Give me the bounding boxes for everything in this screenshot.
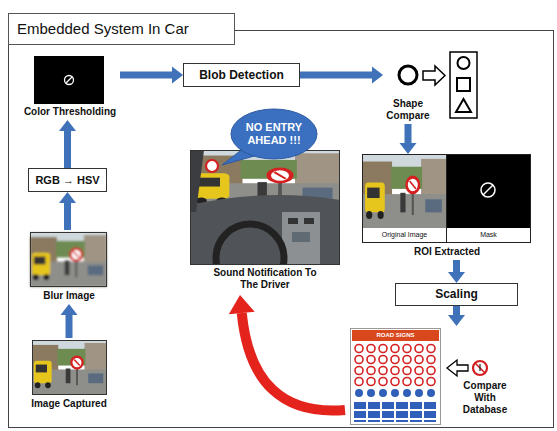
flow-arrow bbox=[229, 295, 345, 411]
captured-image bbox=[32, 340, 107, 395]
image-label: Original Image bbox=[363, 229, 446, 241]
flow-arrow bbox=[61, 304, 78, 338]
text-group: Scaling bbox=[435, 287, 478, 302]
step-caption: Color Thresholding bbox=[20, 106, 120, 118]
flow-arrow bbox=[300, 67, 383, 84]
image-step: Image Captured bbox=[25, 338, 113, 412]
flow-arrow bbox=[59, 120, 76, 168]
text-group: Compare With Database bbox=[453, 380, 517, 416]
diagram-title: Embedded System In Car bbox=[9, 14, 234, 44]
text-group: ROI Extracted bbox=[361, 246, 533, 258]
process-box: Blob Detection bbox=[183, 63, 300, 87]
blur-image bbox=[30, 232, 107, 287]
flow-arrow bbox=[400, 124, 417, 154]
text-group: Color Thresholding bbox=[20, 106, 120, 118]
image-step: Blur Image bbox=[25, 230, 113, 304]
text-group: Image Captured bbox=[25, 398, 113, 410]
flow-arrow bbox=[120, 67, 183, 84]
text-group: NO ENTRY AHEAD !!! bbox=[241, 121, 307, 147]
bubble-text: NO ENTRY AHEAD !!! bbox=[241, 121, 307, 147]
text-group: Sound Notification To The Driver bbox=[209, 267, 321, 291]
roi-image bbox=[363, 155, 531, 243]
process-label: Scaling bbox=[435, 287, 478, 302]
image-step: Compare With Database bbox=[345, 326, 530, 426]
step-caption: Blur Image bbox=[25, 290, 113, 302]
title-tab: Embedded System In Car bbox=[8, 13, 235, 45]
image-step: Shape Compare bbox=[383, 58, 433, 124]
image-step: ROI Extracted bbox=[361, 154, 533, 260]
image-label: Mask bbox=[447, 229, 530, 241]
outer-frame bbox=[9, 31, 554, 428]
car-interior-image bbox=[190, 150, 340, 292]
text-group: Blur Image bbox=[25, 290, 113, 302]
process-box: Scaling bbox=[395, 283, 518, 306]
process-label: RGB → HSV bbox=[35, 173, 99, 187]
flow-arrow bbox=[59, 192, 76, 230]
step-caption: Compare With Database bbox=[453, 380, 517, 416]
step-caption: Shape Compare bbox=[383, 98, 433, 122]
flow-arrow bbox=[448, 260, 465, 283]
threshold-image bbox=[34, 56, 104, 104]
step-caption: Image Captured bbox=[25, 398, 113, 410]
database-heading: ROAD SIGNS bbox=[352, 330, 439, 341]
process-box: RGB → HSV bbox=[28, 168, 107, 192]
step-caption: ROI Extracted bbox=[361, 246, 533, 258]
image-step: Color Thresholding bbox=[20, 56, 120, 120]
text-group: Blob Detection bbox=[199, 68, 284, 83]
speech-bubble: NO ENTRY AHEAD !!! bbox=[230, 108, 318, 160]
text-group: RGB → HSV bbox=[35, 173, 99, 187]
step-caption: Sound Notification To The Driver bbox=[209, 267, 321, 291]
process-label: Blob Detection bbox=[199, 68, 284, 83]
flow-arrow bbox=[448, 306, 465, 326]
image-step: Sound Notification To The DriverNO ENTRY… bbox=[188, 148, 342, 293]
text-group: Shape Compare bbox=[383, 98, 433, 122]
